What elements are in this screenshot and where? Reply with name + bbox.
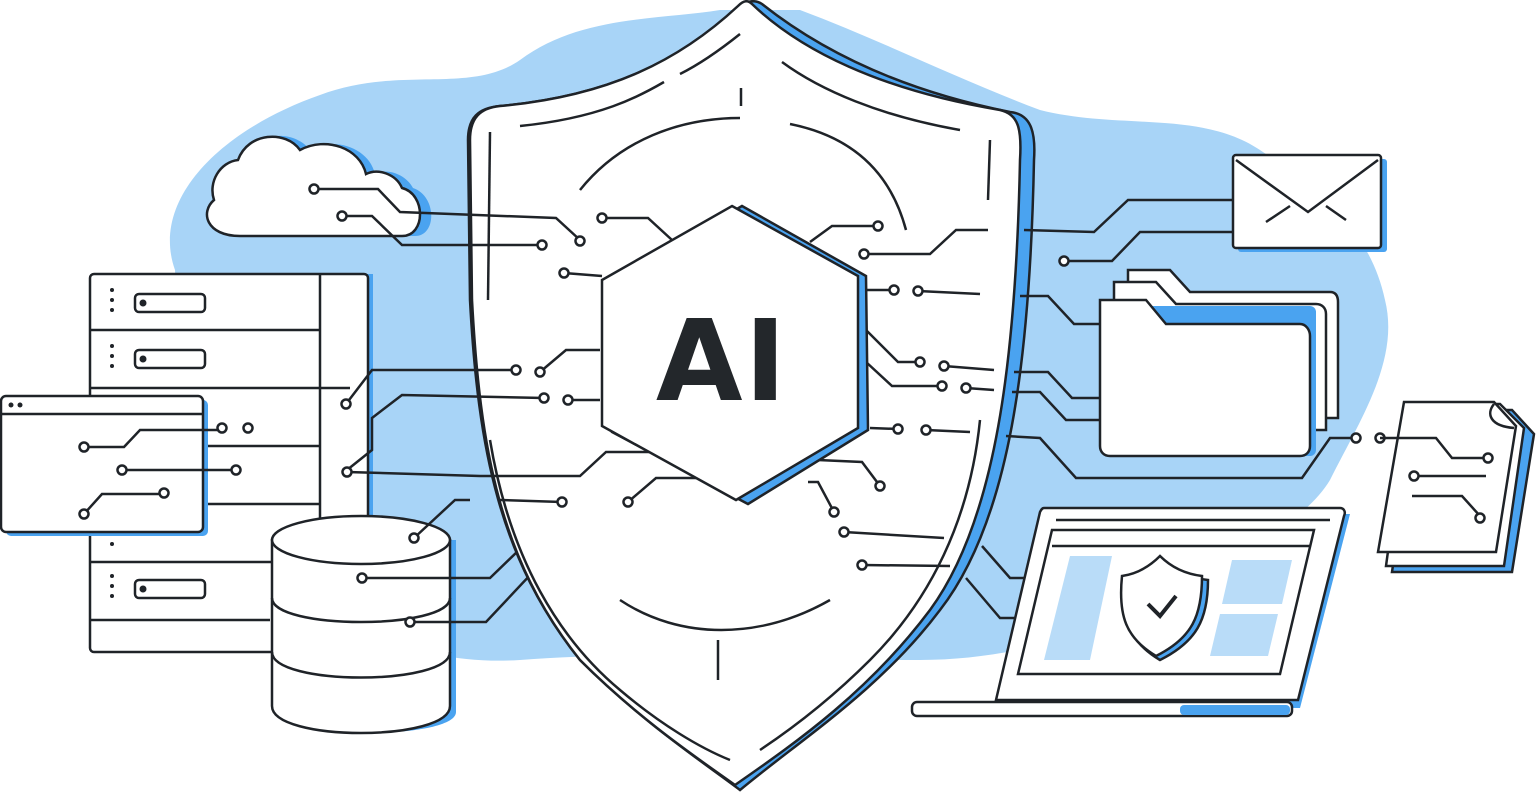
envelope-icon bbox=[1231, 153, 1387, 252]
laptop-screen-panels bbox=[1044, 556, 1292, 660]
browser-window-icon bbox=[0, 394, 254, 536]
database-icon bbox=[270, 498, 626, 735]
shield-check-icon bbox=[1119, 554, 1210, 662]
ai-hexagon bbox=[600, 204, 870, 506]
shield-circuit-traces bbox=[314, 187, 1356, 620]
document-icon bbox=[1376, 400, 1536, 574]
folder-icon bbox=[1098, 268, 1340, 458]
ai-label: AI bbox=[656, 297, 788, 427]
